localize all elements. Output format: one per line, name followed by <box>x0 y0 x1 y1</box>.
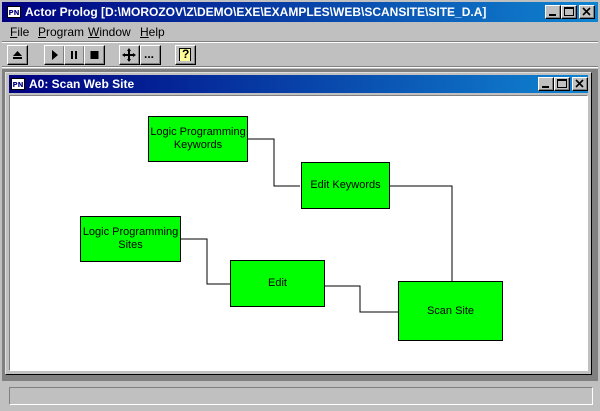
move-icon <box>122 48 136 62</box>
ellipsis-icon: ... <box>144 47 155 61</box>
status-field <box>9 387 593 405</box>
child-title-bar[interactable]: PN A0: Scan Web Site <box>9 75 588 93</box>
connector-lines <box>180 138 453 313</box>
stop-icon <box>90 51 99 59</box>
maximize-button[interactable] <box>561 5 577 19</box>
child-maximize-button[interactable] <box>554 77 570 91</box>
node-logic-programming-sites[interactable]: Logic Programming Sites <box>80 216 181 262</box>
diagram-canvas[interactable]: Logic Programming Keywords Edit Keywords… <box>9 95 588 371</box>
menu-divider <box>2 41 598 43</box>
child-close-button[interactable] <box>572 77 588 91</box>
app-icon[interactable]: PN <box>7 6 21 18</box>
window-title: Actor Prolog [D:\MOROZOV\Z\DEMO\EXE\EXAM… <box>25 5 487 19</box>
child-app-icon[interactable]: PN <box>11 78 25 90</box>
stop-button[interactable] <box>84 45 105 65</box>
eject-icon <box>13 51 22 59</box>
eject-button[interactable] <box>7 45 28 65</box>
node-edit-keywords[interactable]: Edit Keywords <box>301 162 390 209</box>
close-button[interactable] <box>579 5 595 19</box>
child-window-title: A0: Scan Web Site <box>29 77 135 91</box>
close-icon <box>575 79 584 88</box>
minimize-icon <box>549 14 556 16</box>
main-title-bar[interactable]: PN Actor Prolog [D:\MOROZOV\Z\DEMO\EXE\E… <box>2 2 598 22</box>
connector-keywords-to-edit <box>247 138 300 187</box>
connector-sites-to-edit <box>180 238 231 285</box>
pause-button[interactable] <box>64 45 85 65</box>
menu-file[interactable]: File <box>10 25 30 39</box>
play-icon <box>52 50 58 60</box>
help-glyph: ? <box>182 47 190 61</box>
minimize-button[interactable] <box>545 5 561 19</box>
move-button[interactable] <box>119 45 140 65</box>
child-window[interactable]: PN A0: Scan Web Site Logic Programming K… <box>5 72 592 375</box>
maximize-icon <box>557 79 567 88</box>
pause-icon <box>71 51 77 59</box>
menu-window[interactable]: Window <box>88 25 131 39</box>
connector-edit-to-scan <box>324 285 398 313</box>
close-icon <box>582 7 591 16</box>
node-edit[interactable]: Edit <box>230 260 325 307</box>
menu-help[interactable]: Help <box>140 25 165 39</box>
connector-edit-keywords-to-scan <box>389 185 453 281</box>
help-icon <box>179 48 191 61</box>
child-minimize-button[interactable] <box>538 77 554 91</box>
more-button[interactable]: ... <box>140 45 161 65</box>
minimize-icon <box>542 86 549 88</box>
node-logic-programming-keywords[interactable]: Logic Programming Keywords <box>148 116 248 162</box>
toolbar-divider <box>2 66 598 68</box>
run-button[interactable] <box>44 45 65 65</box>
node-scan-site[interactable]: Scan Site <box>398 281 503 341</box>
maximize-icon <box>564 7 574 16</box>
help-button[interactable]: ? <box>175 45 196 65</box>
menu-program[interactable]: Program <box>38 25 85 39</box>
status-bar <box>2 383 598 409</box>
